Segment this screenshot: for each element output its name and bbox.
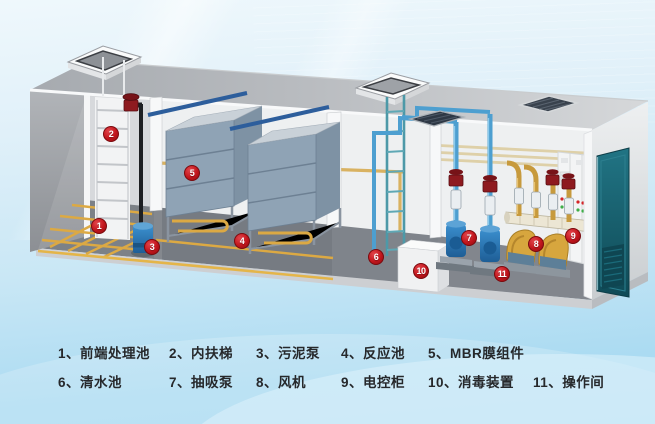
legend-item-8: 8、风机 [256,375,307,390]
aeration-pipe [258,231,313,245]
mbr-module-rack-1 [165,105,263,242]
legend-item-2: 2、内扶梯 [169,346,234,361]
marker-5: 5 [184,165,200,181]
mbr-module-rack-2 [247,121,342,254]
partition-wall-3 [429,118,442,239]
door-vent-grille-icon [602,244,624,289]
reaction-tank [147,91,342,260]
legend-item-3: 3、污泥泵 [256,346,321,361]
legend-item-7: 7、抽吸泵 [169,375,234,390]
aeration-pipe [172,219,229,233]
marker-1: 1 [91,218,107,234]
marker-7: 7 [461,230,477,246]
roof-vent-grille [517,95,580,113]
walkway-grate [407,110,467,127]
handrail-pipe [229,105,330,131]
legend-item-6: 6、清水池 [58,375,123,390]
marker-10: 10 [413,263,429,279]
sludge-standpipe [122,93,143,240]
marker-4: 4 [234,233,250,249]
marker-2: 2 [103,126,119,142]
handrail-pipe [147,91,248,117]
legend: 1、前端处理池 2、内扶梯 3、污泥泵 4、反应池 5、MBR膜组件 6、清水池… [0,339,655,424]
floor-edge-pipe [37,249,334,281]
sight-glasses [450,187,574,216]
operation-room-door [596,147,630,298]
legend-item-11: 11、操作间 [533,375,605,390]
partition-wall-1 [149,96,163,212]
legend-item-1: 1、前端处理池 [58,346,151,361]
legend-item-9: 9、电控柜 [341,375,406,390]
legend-item-5: 5、MBR膜组件 [428,346,525,361]
legend-item-10: 10、消毒装置 [428,375,515,390]
disinfection-device [396,239,450,293]
marker-6: 6 [368,249,384,265]
legend-item-4: 4、反应池 [341,346,406,361]
ladder-top-rails [102,57,125,98]
valve-icon [122,93,140,112]
marker-8: 8 [528,236,544,252]
marker-11: 11 [494,266,510,282]
pipe-valves [448,169,576,193]
blower-2 [536,233,570,278]
treatment-plant-cutaway-diagram [29,45,649,309]
marker-3: 3 [144,239,160,255]
marker-9: 9 [565,228,581,244]
suction-pump-1 [436,220,476,273]
